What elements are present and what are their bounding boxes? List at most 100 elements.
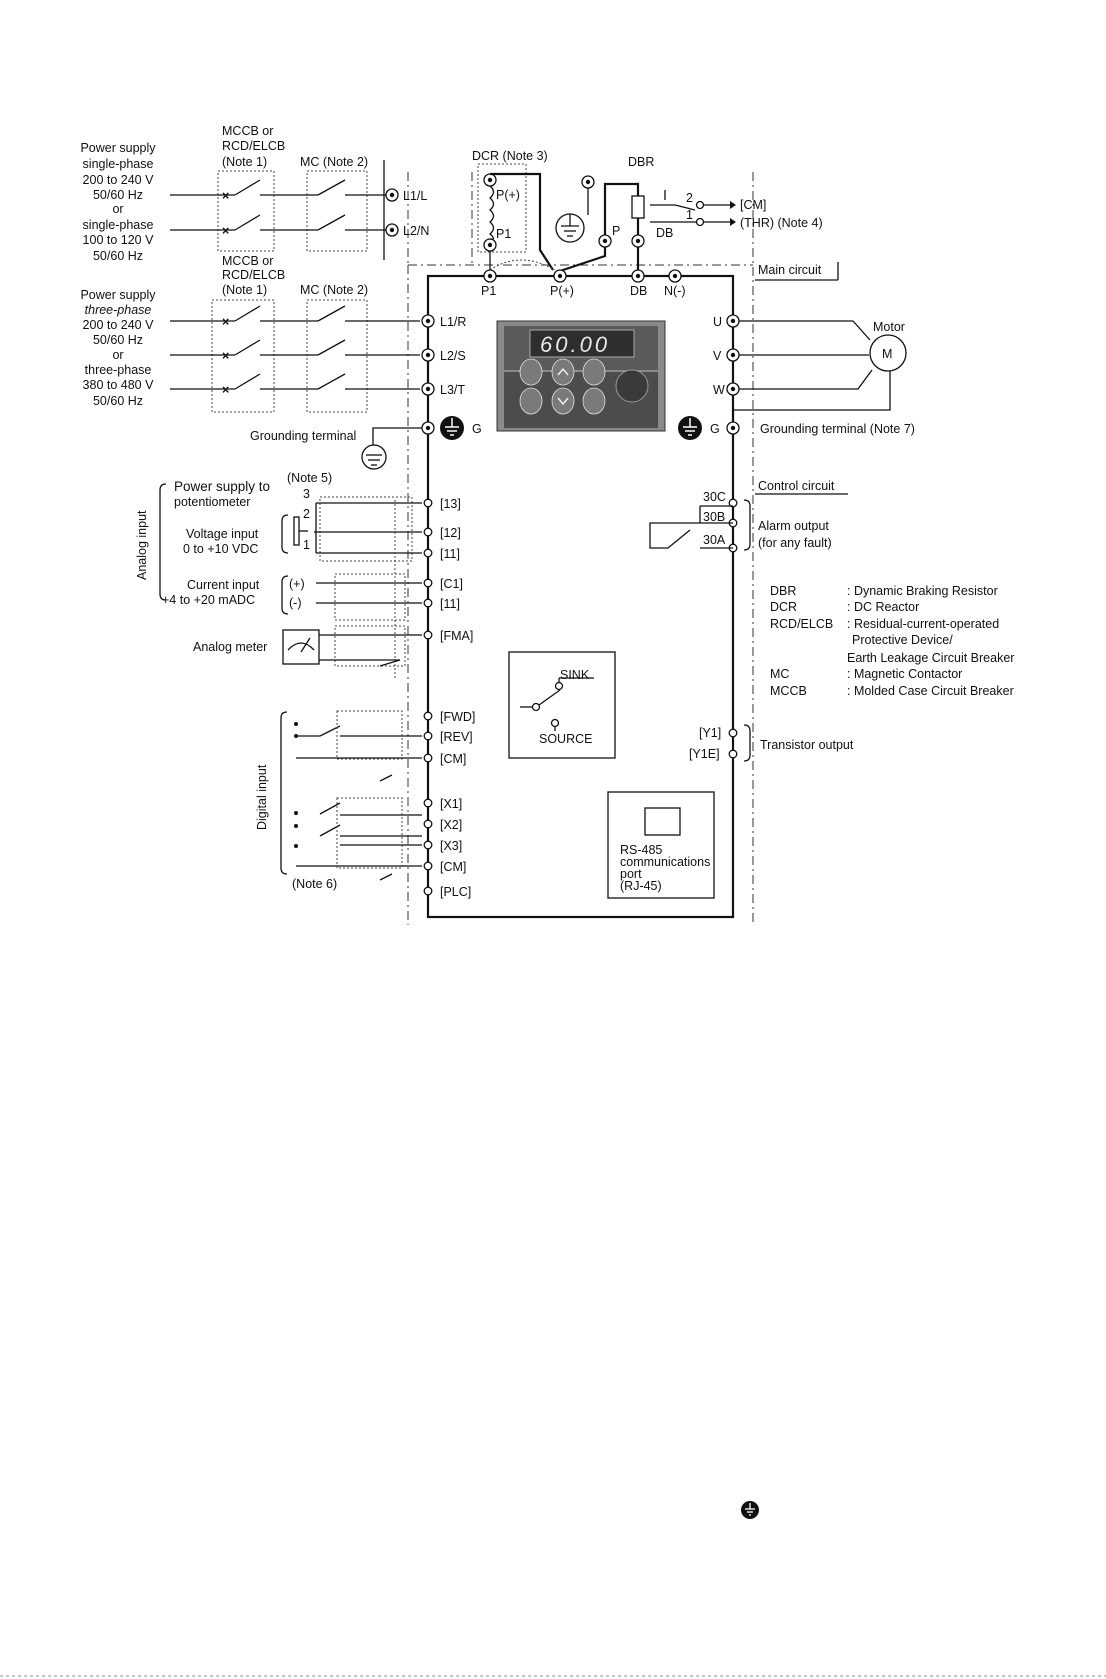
dbr-resistor bbox=[631, 195, 645, 219]
terminal-plc: [PLC] bbox=[440, 885, 471, 899]
program-key[interactable] bbox=[519, 358, 543, 386]
terminal-l2n: L2/N bbox=[403, 224, 429, 238]
svg-text:: Molded Case Circuit Breaker: : Molded Case Circuit Breaker bbox=[847, 684, 1014, 698]
svg-text:MCCB or: MCCB or bbox=[222, 254, 273, 268]
sink-source-symbol bbox=[520, 677, 594, 731]
x-inputs-shield bbox=[336, 797, 403, 869]
current-range-label: +4 to +20 mADC bbox=[162, 593, 255, 607]
legend: DBR: Dynamic Braking Resistor DCR: DC Re… bbox=[770, 584, 1014, 698]
current-plus: (+) bbox=[289, 577, 305, 591]
svg-text:50/60 Hz: 50/60 Hz bbox=[93, 188, 143, 202]
terminal-y1: [Y1] bbox=[699, 726, 721, 740]
single-phase-supply-label: Power supply single-phase 200 to 240 V 5… bbox=[80, 141, 156, 263]
pot-num-1: 1 bbox=[303, 538, 310, 552]
mc-label-2: MC (Note 2) bbox=[300, 283, 368, 297]
rs485-label: RS-485 communications port (RJ-45) bbox=[620, 843, 710, 893]
svg-text:RCD/ELCB: RCD/ELCB bbox=[222, 268, 285, 282]
thr-num-2: 2 bbox=[686, 191, 693, 205]
svg-text:: Magnetic Contactor: : Magnetic Contactor bbox=[847, 667, 962, 681]
svg-text:×: × bbox=[222, 224, 229, 238]
analog-meter-label: Analog meter bbox=[193, 640, 267, 654]
svg-text:×: × bbox=[222, 189, 229, 203]
ground-label-right: Grounding terminal (Note 7) bbox=[760, 422, 915, 436]
function-key[interactable] bbox=[519, 387, 543, 415]
analog-meter-icon bbox=[282, 629, 320, 665]
main-circuit-label: Main circuit bbox=[758, 263, 822, 277]
svg-text:or: or bbox=[112, 202, 123, 216]
run-key[interactable] bbox=[582, 358, 606, 386]
svg-text:Power supply: Power supply bbox=[80, 141, 156, 155]
rj45-connector-icon bbox=[644, 807, 681, 836]
terminal-db: DB bbox=[630, 284, 647, 298]
dbr-label: DBR bbox=[628, 155, 654, 169]
potentiometer-knob[interactable] bbox=[615, 369, 649, 403]
alarm-30b: 30B bbox=[703, 510, 725, 524]
analog-wires bbox=[314, 500, 422, 680]
mc-label-1: MC (Note 2) bbox=[300, 155, 368, 169]
svg-text:50/60 Hz: 50/60 Hz bbox=[93, 394, 143, 408]
svg-text:three-phase: three-phase bbox=[85, 363, 152, 377]
alarm-30a: 30A bbox=[703, 533, 726, 547]
alarm-label-2: (for any fault) bbox=[758, 536, 832, 550]
mccb-box-1 bbox=[217, 170, 275, 252]
mccb-box-2 bbox=[211, 299, 275, 413]
motor-label: Motor bbox=[873, 320, 905, 334]
terminal-l1r: L1/R bbox=[440, 315, 466, 329]
mc-box-2 bbox=[306, 299, 368, 413]
keypad-panel: 60.00 bbox=[496, 320, 666, 432]
svg-text:×: × bbox=[222, 383, 229, 397]
alarm-label-1: Alarm output bbox=[758, 519, 829, 533]
terminal-12: [12] bbox=[440, 526, 461, 540]
dbr-term-db: DB bbox=[656, 226, 673, 240]
down-key[interactable] bbox=[551, 387, 575, 415]
single-phase-lines: ×× bbox=[170, 160, 386, 260]
terminal-c1: [C1] bbox=[440, 577, 463, 591]
dcr-box bbox=[477, 163, 527, 253]
svg-text:(Note 1): (Note 1) bbox=[222, 283, 267, 297]
three-phase-lines: ××× bbox=[170, 305, 420, 397]
svg-text:: Residual-current-operated: : Residual-current-operated bbox=[847, 617, 999, 631]
terminal-w: W bbox=[713, 383, 725, 397]
terminal-cm: [CM] bbox=[440, 752, 466, 766]
keypad-display: 60.00 bbox=[540, 332, 610, 357]
svg-text:RS-485: RS-485 bbox=[620, 843, 662, 857]
svg-text:port: port bbox=[620, 867, 642, 881]
svg-text:DBR: DBR bbox=[770, 584, 796, 598]
fwd-rev-shield bbox=[336, 710, 403, 760]
svg-text:DCR: DCR bbox=[770, 600, 797, 614]
svg-text:200 to 240 V: 200 to 240 V bbox=[83, 318, 155, 332]
dcr-coil bbox=[489, 185, 495, 240]
terminal-fwd: [FWD] bbox=[440, 710, 475, 724]
dc-ground-icon bbox=[555, 213, 585, 243]
current-shield bbox=[334, 573, 406, 621]
dbr-term-p: P bbox=[612, 224, 620, 238]
svg-text:(Note 1): (Note 1) bbox=[222, 155, 267, 169]
svg-text:communications: communications bbox=[620, 855, 710, 869]
ground-label-left: Grounding terminal bbox=[250, 429, 356, 443]
svg-text:RCD/ELCB: RCD/ELCB bbox=[222, 139, 285, 153]
svg-text:Earth Leakage Circuit Breaker: Earth Leakage Circuit Breaker bbox=[847, 651, 1014, 665]
svg-text:Power supply: Power supply bbox=[80, 288, 156, 302]
up-key[interactable] bbox=[551, 358, 575, 386]
mc-box-1 bbox=[306, 170, 368, 252]
terminal-v: V bbox=[713, 349, 722, 363]
svg-text:three-phase: three-phase bbox=[85, 303, 152, 317]
ground-symbol-icon bbox=[741, 1501, 759, 1519]
terminal-x1: [X1] bbox=[440, 797, 462, 811]
thr-label: (THR) (Note 4) bbox=[740, 216, 823, 230]
terminal-p1: P1 bbox=[481, 284, 496, 298]
svg-text:50/60 Hz: 50/60 Hz bbox=[93, 333, 143, 347]
svg-text:RCD/ELCB: RCD/ELCB bbox=[770, 617, 833, 631]
terminal-rev: [REV] bbox=[440, 730, 473, 744]
svg-text:Protective Device/: Protective Device/ bbox=[852, 633, 953, 647]
svg-text:single-phase: single-phase bbox=[83, 218, 154, 232]
svg-text:or: or bbox=[112, 348, 123, 362]
dcr-term-p1: P1 bbox=[496, 227, 511, 241]
thr-cm-label: [CM] bbox=[740, 198, 766, 212]
stop-key[interactable] bbox=[582, 387, 606, 415]
ground-icon-right bbox=[678, 416, 702, 440]
sink-label: SINK bbox=[560, 668, 590, 682]
terminal-x2: [X2] bbox=[440, 818, 462, 832]
svg-text:: Dynamic Braking Resistor: : Dynamic Braking Resistor bbox=[847, 584, 998, 598]
